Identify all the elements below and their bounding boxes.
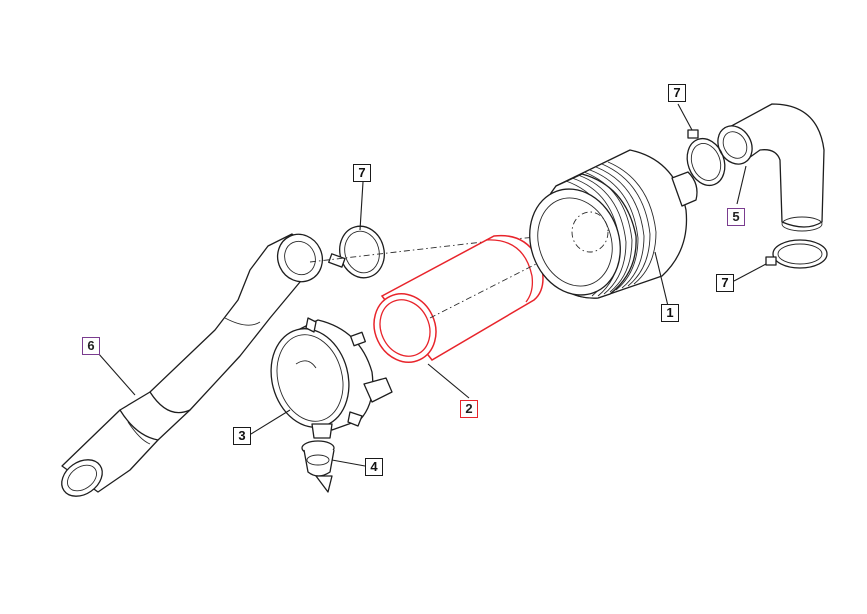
part-7-hose-clamp-bottom [765,239,828,269]
part-1-air-cleaner-housing [529,149,698,299]
callout-part-4-valve: 4 [365,458,383,476]
leader-lines [97,103,767,467]
callout-part-1-housing: 1 [661,304,679,322]
part-7-hose-clamp-left [328,225,385,279]
callout-part-7-clamp-top: 7 [668,84,686,102]
part-4-dust-valve [301,440,335,493]
callout-part-5-elbow-hose: 5 [727,208,745,226]
callout-part-6-intake-hose: 6 [82,337,100,355]
part-7-hose-clamp-top [686,129,726,187]
callout-part-2-filter: 2 [460,400,478,418]
part-6-intake-hose [61,233,324,497]
part-5-elbow-hose [717,103,825,232]
part-3-housing-cover [270,317,393,439]
part-2-air-filter-element [373,234,544,363]
callout-part-7-clamp-bottom: 7 [716,274,734,292]
callout-part-3-cover: 3 [233,427,251,445]
callout-part-7-clamp-left: 7 [353,164,371,182]
